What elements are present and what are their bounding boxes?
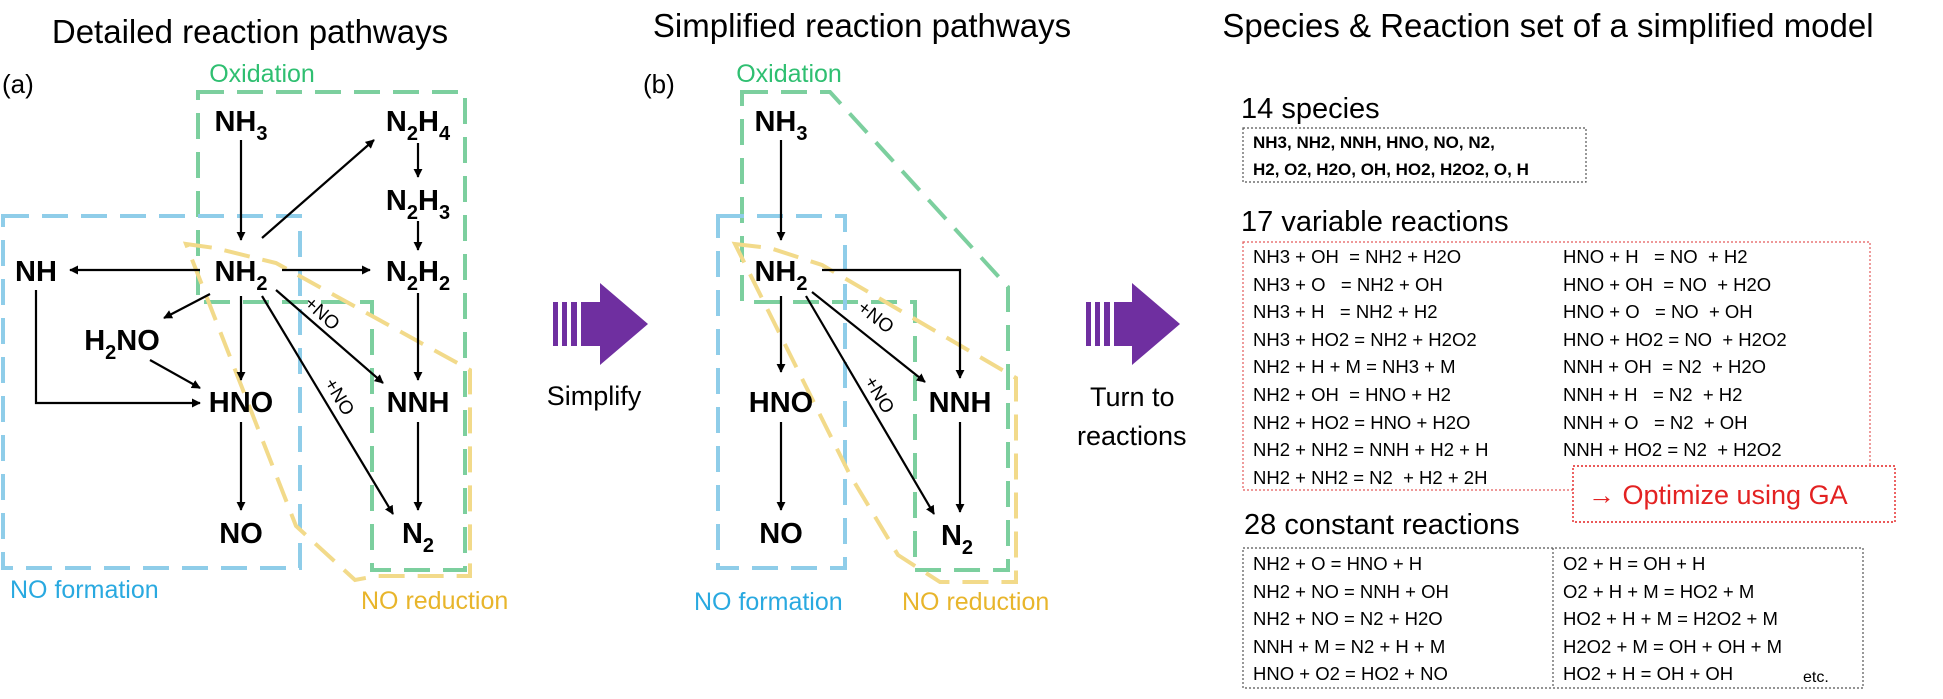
species-nh3-a: NH3 [214,106,267,145]
constant-reactions-etc: etc. [1803,669,1829,686]
species-nh-a: NH [15,256,57,288]
simplify-arrow-icon [553,283,648,365]
optimize-callout-box [1572,465,1896,523]
species-nnh-a: NNH [387,387,450,419]
edge-nh2-nnh-top-b [822,268,965,379]
edge-nh2-nnh-b [811,291,926,383]
species-n2-b: N2 [941,520,973,559]
constant-reaction-row: HO2 + H = OH + OH [1563,663,1733,684]
species-n2h2-a: N2H2 [386,256,450,295]
species-hno-a: HNO [209,387,273,419]
optimize-callout-text: → Optimize using GA [1588,480,1848,510]
species-list-line2: H2, O2, H2O, OH, HO2, H2O2, O, H [1253,160,1529,179]
turn-to-label-line1: Turn to [1090,382,1175,412]
variable-reaction-row: NH3 + H = NH2 + H2 [1253,301,1438,322]
title-model: Species & Reaction set of a simplified m… [1222,7,1873,44]
region-label-oxidation-b: Oxidation [736,60,842,88]
panel-label-b: (b) [643,69,675,99]
constant-reaction-row: H2O2 + M = OH + OH + M [1563,636,1782,657]
region-no-formation-box-a [1,214,302,570]
edge-h2no-hno-a [149,359,201,389]
region-oxidation-box-a [196,90,467,572]
edges-b [776,140,965,515]
region-label-no-formation-b: NO formation [694,588,843,616]
region-oxidation-box-b [740,90,1010,572]
variable-reaction-row: HNO + HO2 = NO + H2O2 [1563,329,1787,350]
species-no-a: NO [219,518,263,550]
variable-reaction-row: NNH + OH = N2 + H2O [1563,356,1766,377]
species-nh2-a: NH2 [214,256,267,295]
region-label-no-reduction-a: NO reduction [361,587,508,615]
edge-nh2-n2-b [805,295,935,515]
turn-to-label-line2: reactions [1077,421,1187,451]
variable-reaction-row: NH2 + NH2 = N2 + H2 + 2H [1253,467,1487,488]
species-h2no-a: H2NO [84,325,160,364]
variable-reaction-row: NH2 + H + M = NH3 + M [1253,356,1456,377]
region-no-formation-box-b [716,214,847,570]
title-detailed: Detailed reaction pathways [52,13,448,50]
species-hno-b: HNO [749,387,813,419]
constant-reactions-heading: 28 constant reactions [1244,509,1520,541]
panel-label-a: (a) [2,69,34,99]
region-label-no-formation-a: NO formation [10,576,159,604]
variable-reaction-row: HNO + H = NO + H2 [1563,246,1748,267]
title-simplified: Simplified reaction pathways [653,7,1071,44]
variable-reactions-left: NH3 + OH = NH2 + H2O NH3 + O = NH2 + OH … [1253,246,1488,488]
species-nh3-b: NH3 [754,106,807,145]
species-no-b: NO [759,518,803,550]
species-n2-a: N2 [402,518,434,557]
variable-reaction-row: NH2 + NH2 = NNH + H2 + H [1253,439,1488,460]
constant-reaction-row: O2 + H + M = HO2 + M [1563,581,1754,602]
species-count-heading: 14 species [1241,93,1380,125]
edge-nh2-n2-a [261,295,394,515]
variable-reaction-row: NNH + HO2 = N2 + H2O2 [1563,439,1782,460]
variable-reaction-row: NH3 + O = NH2 + OH [1253,274,1443,295]
constant-reaction-row: O2 + H = OH + H [1563,553,1705,574]
edge-nh-hno-a [34,290,201,408]
species-n2h3-a: N2H3 [386,185,450,224]
constant-reaction-row: HNO + O2 = HO2 + NO [1253,663,1448,684]
edge-nh2-n2h4-a [261,139,375,239]
variable-reaction-row: NH3 + OH = NH2 + H2O [1253,246,1461,267]
plus-no-label-a2: +NO [320,375,358,420]
region-label-no-reduction-b: NO reduction [902,588,1049,616]
constant-reaction-row: HO2 + H + M = H2O2 + M [1563,608,1778,629]
edges-a [34,139,423,515]
region-no-reduction-box-a [182,241,472,583]
variable-reactions-right: HNO + H = NO + H2 HNO + OH = NO + H2O HN… [1563,246,1787,460]
region-no-reduction-box-b [731,241,1018,584]
variable-reaction-row: NH2 + OH = HNO + H2 [1253,384,1451,405]
constant-reaction-row: NH2 + O = HNO + H [1253,553,1422,574]
variable-reaction-row: NH3 + HO2 = NH2 + H2O2 [1253,329,1477,350]
edge-nh2-h2no-a [163,293,211,319]
simplify-label: Simplify [547,381,642,411]
edge-nh2-nnh-a [275,289,384,384]
species-n2h4-a: N2H4 [386,106,451,145]
variable-reactions-heading: 17 variable reactions [1241,206,1509,238]
constant-reaction-row: NH2 + NO = NNH + OH [1253,581,1449,602]
species-list-box [1242,127,1587,183]
region-label-oxidation-a: Oxidation [209,60,315,88]
variable-reaction-row: HNO + OH = NO + H2O [1563,274,1771,295]
variable-reaction-row: NNH + H = N2 + H2 [1563,384,1742,405]
turn-to-reactions-arrow-icon [1086,283,1180,365]
constant-reaction-row: NNH + M = N2 + H + M [1253,636,1445,657]
variable-reaction-row: HNO + O = NO + OH [1563,301,1753,322]
species-nh2-b: NH2 [754,256,807,295]
constant-reactions-right: O2 + H = OH + H O2 + H + M = HO2 + M HO2… [1563,553,1782,684]
constant-reaction-row: NH2 + NO = N2 + H2O [1253,608,1443,629]
species-nnh-b: NNH [929,387,992,419]
species-list-line1: NH3, NH2, NNH, HNO, NO, N2, [1253,133,1495,152]
variable-reaction-row: NH2 + HO2 = HNO + H2O [1253,412,1470,433]
variable-reaction-row: NNH + O = N2 + OH [1563,412,1748,433]
variable-reactions-box [1242,241,1871,491]
constant-reactions-left: NH2 + O = HNO + H NH2 + NO = NNH + OH NH… [1253,553,1449,684]
